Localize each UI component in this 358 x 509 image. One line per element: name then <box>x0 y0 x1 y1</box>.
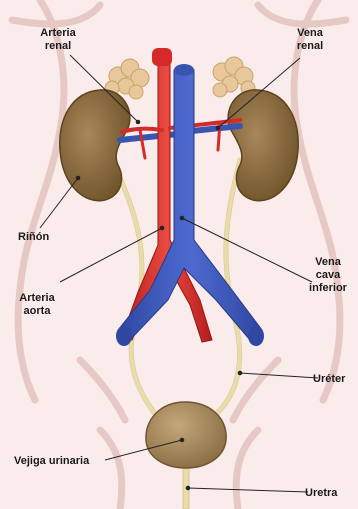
label-vejiga-urinaria: Vejiga urinaria <box>14 455 89 468</box>
label-vena-cava-inferior: Vena cava inferior <box>300 256 356 295</box>
label-line: Arteria <box>12 292 62 305</box>
label-rinon: Riñón <box>18 231 49 244</box>
right-kidney <box>228 90 298 201</box>
bladder <box>146 402 226 468</box>
label-line: renal <box>28 40 88 53</box>
label-line: inferior <box>300 282 356 295</box>
label-line: renal <box>280 40 340 53</box>
label-line: aorta <box>12 305 62 318</box>
label-vena-renal: Vena renal <box>280 27 340 53</box>
label-line: cava <box>300 269 356 282</box>
label-ureter: Uréter <box>313 373 345 386</box>
label-arteria-renal: Arteria renal <box>28 27 88 53</box>
left-kidney <box>60 90 130 201</box>
label-uretra: Uretra <box>305 487 337 500</box>
label-line: Vena <box>280 27 340 40</box>
label-line: Vena <box>300 256 356 269</box>
label-arteria-aorta: Arteria aorta <box>12 292 62 318</box>
label-line: Arteria <box>28 27 88 40</box>
